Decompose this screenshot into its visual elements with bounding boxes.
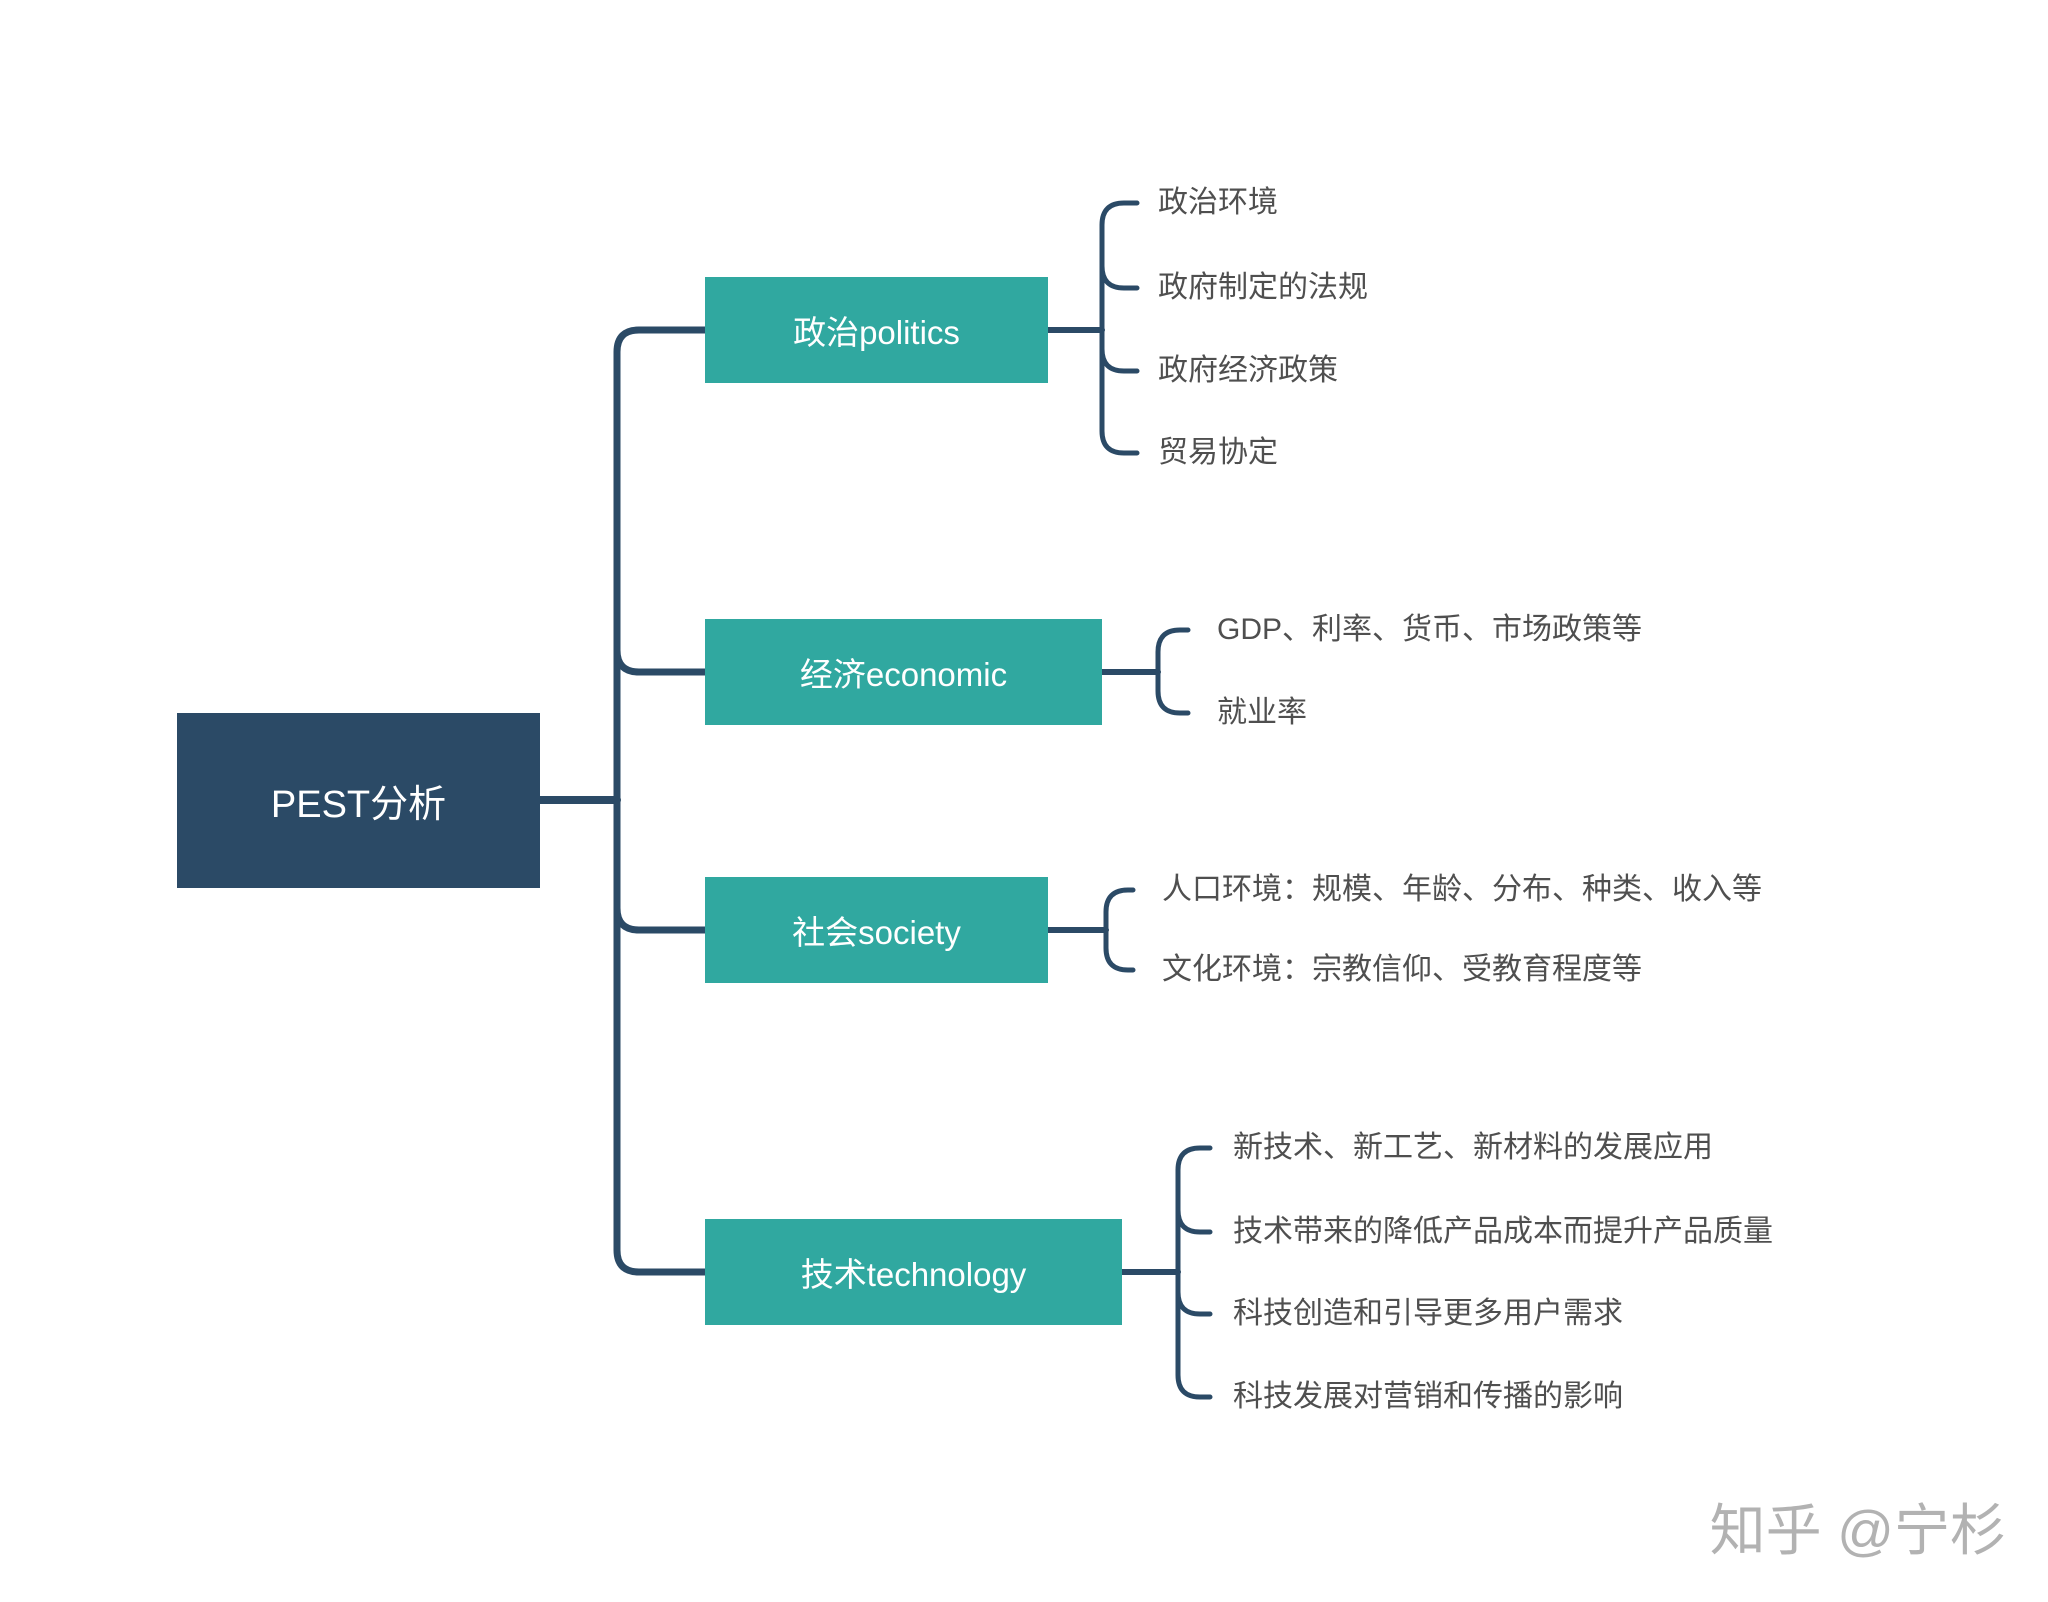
leaf-politics-1[interactable]: 政治环境 [1158, 186, 1278, 219]
leaf-politics-3[interactable]: 政府经济政策 [1158, 354, 1338, 387]
branch-technology-label: 技术technology [800, 1256, 1027, 1293]
branch-node-technology[interactable]: 技术technology [705, 1219, 1122, 1325]
branch-society-label: 社会society [792, 914, 961, 951]
leaf-politics-4[interactable]: 贸易协定 [1158, 436, 1278, 469]
leaf-economic-1[interactable]: GDP、利率、货币、市场政策等 [1217, 613, 1643, 646]
connector-spine [613, 326, 709, 1276]
branch-node-society[interactable]: 社会society [705, 877, 1048, 983]
connector-politics-leaf3 [1099, 346, 1140, 374]
connector-society-bracket [1103, 887, 1136, 973]
branch-politics-label: 政治politics [793, 314, 960, 351]
branch-economic-label: 经济economic [799, 656, 1008, 693]
branch-node-economic[interactable]: 经济economic [705, 619, 1102, 725]
connector-economic-bracket [1155, 627, 1191, 716]
leaf-society-2[interactable]: 文化环境：宗教信仰、受教育程度等 [1162, 953, 1642, 986]
connector-politics-bracket [1099, 200, 1140, 456]
connector-politics-leaf2 [1099, 263, 1140, 291]
branch-node-politics[interactable]: 政治politics [705, 277, 1048, 383]
connector-society-elbow [613, 904, 709, 934]
root-node-label: PEST分析 [270, 784, 447, 826]
leaf-technology-2[interactable]: 技术带来的降低产品成本而提升产品质量 [1233, 1215, 1773, 1248]
zhihu-watermark: 知乎 @宁杉 [1709, 1499, 2006, 1562]
leaf-technology-3[interactable]: 科技创造和引导更多用户需求 [1233, 1297, 1623, 1330]
leaf-technology-4[interactable]: 科技发展对营销和传播的影响 [1233, 1380, 1623, 1413]
leaf-society-1[interactable]: 人口环境：规模、年龄、分布、种类、收入等 [1162, 873, 1762, 906]
leaf-economic-2[interactable]: 就业率 [1217, 696, 1307, 729]
connector-technology-bracket [1175, 1145, 1213, 1400]
connector-technology-leaf2 [1175, 1207, 1213, 1235]
root-node-pest[interactable]: PEST分析 [177, 713, 540, 888]
connector-economic-elbow [613, 646, 709, 676]
leaf-technology-1[interactable]: 新技术、新工艺、新材料的发展应用 [1233, 1131, 1713, 1164]
leaf-politics-2[interactable]: 政府制定的法规 [1158, 271, 1368, 304]
connector-technology-leaf3 [1175, 1289, 1213, 1317]
